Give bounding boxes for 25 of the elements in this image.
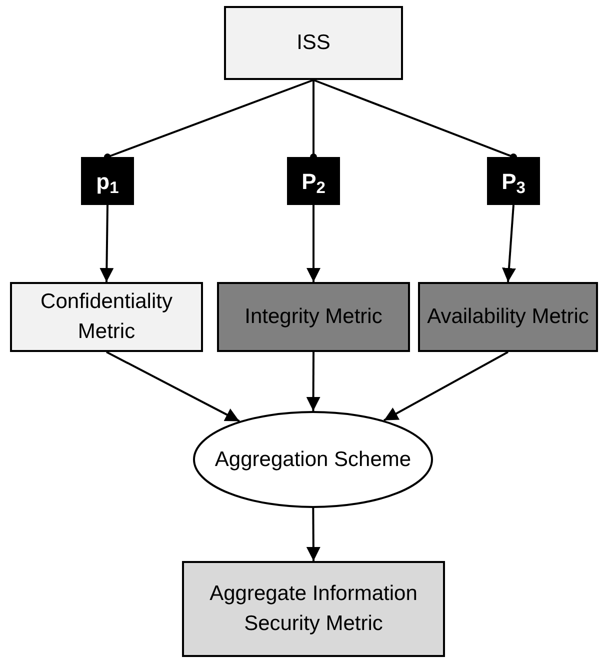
- parameter-box: [287, 157, 340, 205]
- node-label: Aggregate Information Security Metric: [208, 581, 418, 637]
- node-label: P$_{2}$: [300, 168, 326, 198]
- arrow: [306, 352, 320, 411]
- node-label: Integrity Metric: [244, 304, 384, 330]
- process-box: [10, 282, 203, 352]
- node-label: P$_{3}$: [500, 168, 526, 198]
- arrow: [306, 205, 320, 282]
- parameter-box: [487, 157, 540, 205]
- arrow: [100, 204, 114, 282]
- node-label: Availability Metric: [426, 304, 590, 330]
- process-box: [217, 282, 410, 352]
- arrow: [383, 351, 508, 422]
- node-label: Aggregation Scheme: [214, 446, 412, 472]
- node-label: Confidentiality Metric: [40, 289, 174, 345]
- process-box: [224, 6, 403, 80]
- ellipse-node: [193, 411, 433, 508]
- arrow: [502, 204, 516, 282]
- result-box: [182, 561, 445, 657]
- arrow: [106, 351, 240, 422]
- node-label: p$_{1}$: [95, 168, 120, 198]
- node-label: ISS: [296, 30, 332, 56]
- process-box: [418, 282, 598, 352]
- parameter-box: [81, 157, 134, 205]
- arrow: [306, 508, 320, 561]
